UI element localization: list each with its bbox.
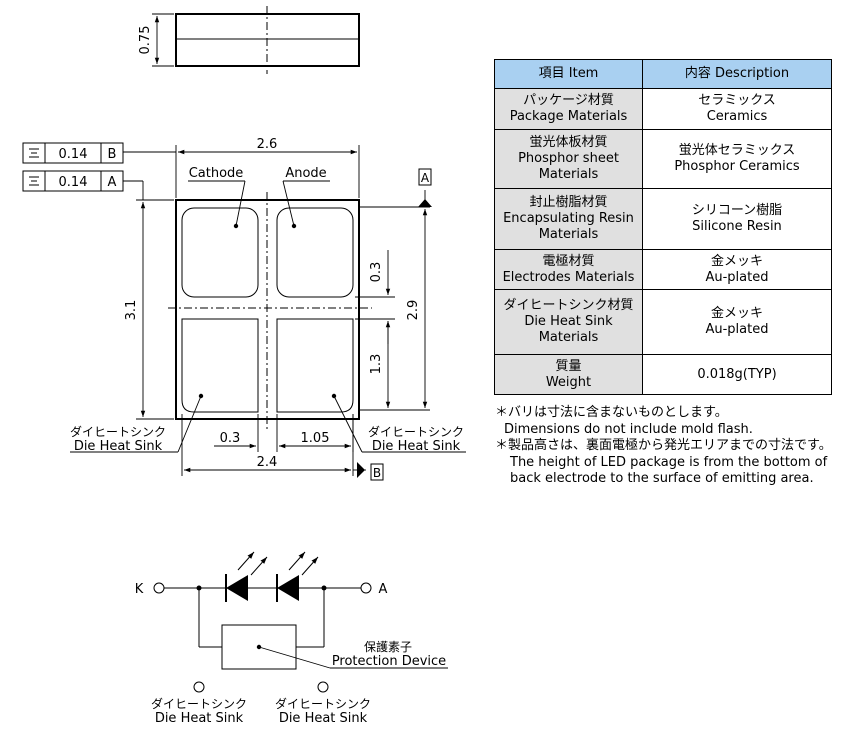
die-heat-sink-terminal-left [193, 681, 205, 693]
description-cell: 蛍光体セラミックス Phosphor Ceramics [642, 129, 832, 189]
svg-text:Die Heat Sink: Die Heat Sink [279, 711, 368, 726]
terminal-k [153, 582, 165, 594]
cathode-label: Cathode [189, 166, 244, 181]
description-cell: セラミックス Ceramics [642, 88, 832, 130]
die-heat-sink-label-right-jp: ダイヒートシンク [368, 424, 464, 439]
description-cell: 金メッキ Au-plated [642, 289, 832, 355]
dimension-13-label: 1.3 [369, 354, 384, 375]
note-line: Dimensions do not include mold flash. [504, 421, 753, 437]
table-row: パッケージ材質 Package Materials セラミックス Ceramic… [494, 88, 832, 130]
materials-table: 項目 Item 内容 Description パッケージ材質 Package M… [494, 59, 832, 395]
item-cell: パッケージ材質 Package Materials [494, 88, 643, 130]
die-heat-sink-pad-right [276, 318, 354, 413]
anode-label: Anode [285, 166, 326, 181]
led-diode-2 [276, 551, 319, 602]
note-line: ＊製品高さは、裏面電極から発光エリアまでの寸法です。 [495, 438, 832, 453]
table-row: 質量 Weight 0.018g(TYP) [494, 354, 832, 395]
item-cell: ダイヒートシンク材質 Die Heat Sink Materials [494, 289, 643, 355]
note-line: ＊バリは寸法に含まないものとします。 [495, 405, 728, 420]
led-diode-1 [225, 551, 268, 602]
item-cell: 封止樹脂材質 Encapsulating Resin Materials [494, 188, 643, 250]
die-heat-sink-label-left-en: Die Heat Sink [74, 439, 163, 454]
description-cell: 0.018g(TYP) [642, 354, 832, 395]
protection-device-label-en: Protection Device [332, 654, 446, 669]
note-line: back electrode to the surface of emittin… [510, 471, 814, 486]
datum-a-label: A [421, 171, 430, 185]
dimension-03-horizontal-label: 0.3 [220, 431, 241, 446]
note-line: The height of LED package is from the bo… [510, 454, 828, 470]
terminal-a [360, 582, 372, 594]
header-item: 項目 Item [494, 59, 643, 89]
tolerance-frame-b: 0.14 B [22, 142, 124, 164]
anode-pad [276, 207, 354, 298]
item-cell: 質量 Weight [494, 354, 643, 395]
table-row: ダイヒートシンク材質 Die Heat Sink Materials 金メッキ … [494, 289, 832, 355]
item-cell: 電極材質 Electrodes Materials [494, 249, 643, 290]
svg-text:0.14: 0.14 [59, 175, 88, 190]
item-cell: 蛍光体板材質 Phosphor sheet Materials [494, 129, 643, 189]
circuit-diagram: K A 保護素子 Protection Device [135, 551, 448, 726]
notes: ＊バリは寸法に含まないものとします。 Dimensions do not inc… [495, 405, 832, 488]
dimension-24-label: 2.4 [257, 455, 278, 470]
description-cell: 金メッキ Au-plated [642, 249, 832, 290]
die-heat-sink-label-right-en: Die Heat Sink [372, 439, 461, 454]
datum-b-label: B [373, 466, 381, 480]
dimension-29-label: 2.9 [406, 300, 421, 321]
table-row: 電極材質 Electrodes Materials 金メッキ Au-plated [494, 249, 832, 290]
table-header-row: 項目 Item 内容 Description [494, 59, 832, 89]
side-view: 0.75 [138, 6, 360, 74]
dimension-075-label: 0.75 [138, 26, 153, 55]
dimension-105-label: 1.05 [301, 431, 330, 446]
svg-text:ダイヒートシンク: ダイヒートシンク [151, 696, 247, 711]
svg-text:Die Heat Sink: Die Heat Sink [155, 711, 244, 726]
die-heat-sink-terminal-right [317, 681, 329, 693]
protection-device [221, 624, 297, 670]
tolerance-frame-a: 0.14 A [22, 170, 124, 192]
svg-text:0.14: 0.14 [59, 147, 88, 162]
terminal-a-label: A [379, 582, 388, 597]
die-heat-sink-label-left-jp: ダイヒートシンク [70, 424, 166, 439]
dimension-31-label: 3.1 [124, 300, 139, 321]
cathode-pad [181, 207, 259, 298]
dimension-03-vertical-label: 0.3 [369, 262, 384, 283]
description-cell: シリコーン樹脂 Silicone Resin [642, 188, 832, 250]
protection-device-label-jp: 保護素子 [364, 639, 412, 654]
table-row: 蛍光体板材質 Phosphor sheet Materials 蛍光体セラミック… [494, 129, 832, 189]
svg-text:B: B [108, 147, 117, 162]
top-view: Cathode Anode 2.6 3.1 A 2.9 [22, 137, 466, 481]
dimension-26-label: 2.6 [257, 137, 278, 152]
svg-text:ダイヒートシンク: ダイヒートシンク [275, 696, 371, 711]
terminal-k-label: K [135, 582, 144, 597]
svg-text:A: A [108, 175, 117, 190]
header-description: 内容 Description [642, 59, 832, 89]
die-heat-sink-pad-left [181, 318, 259, 413]
table-row: 封止樹脂材質 Encapsulating Resin Materials シリコ… [494, 188, 832, 250]
